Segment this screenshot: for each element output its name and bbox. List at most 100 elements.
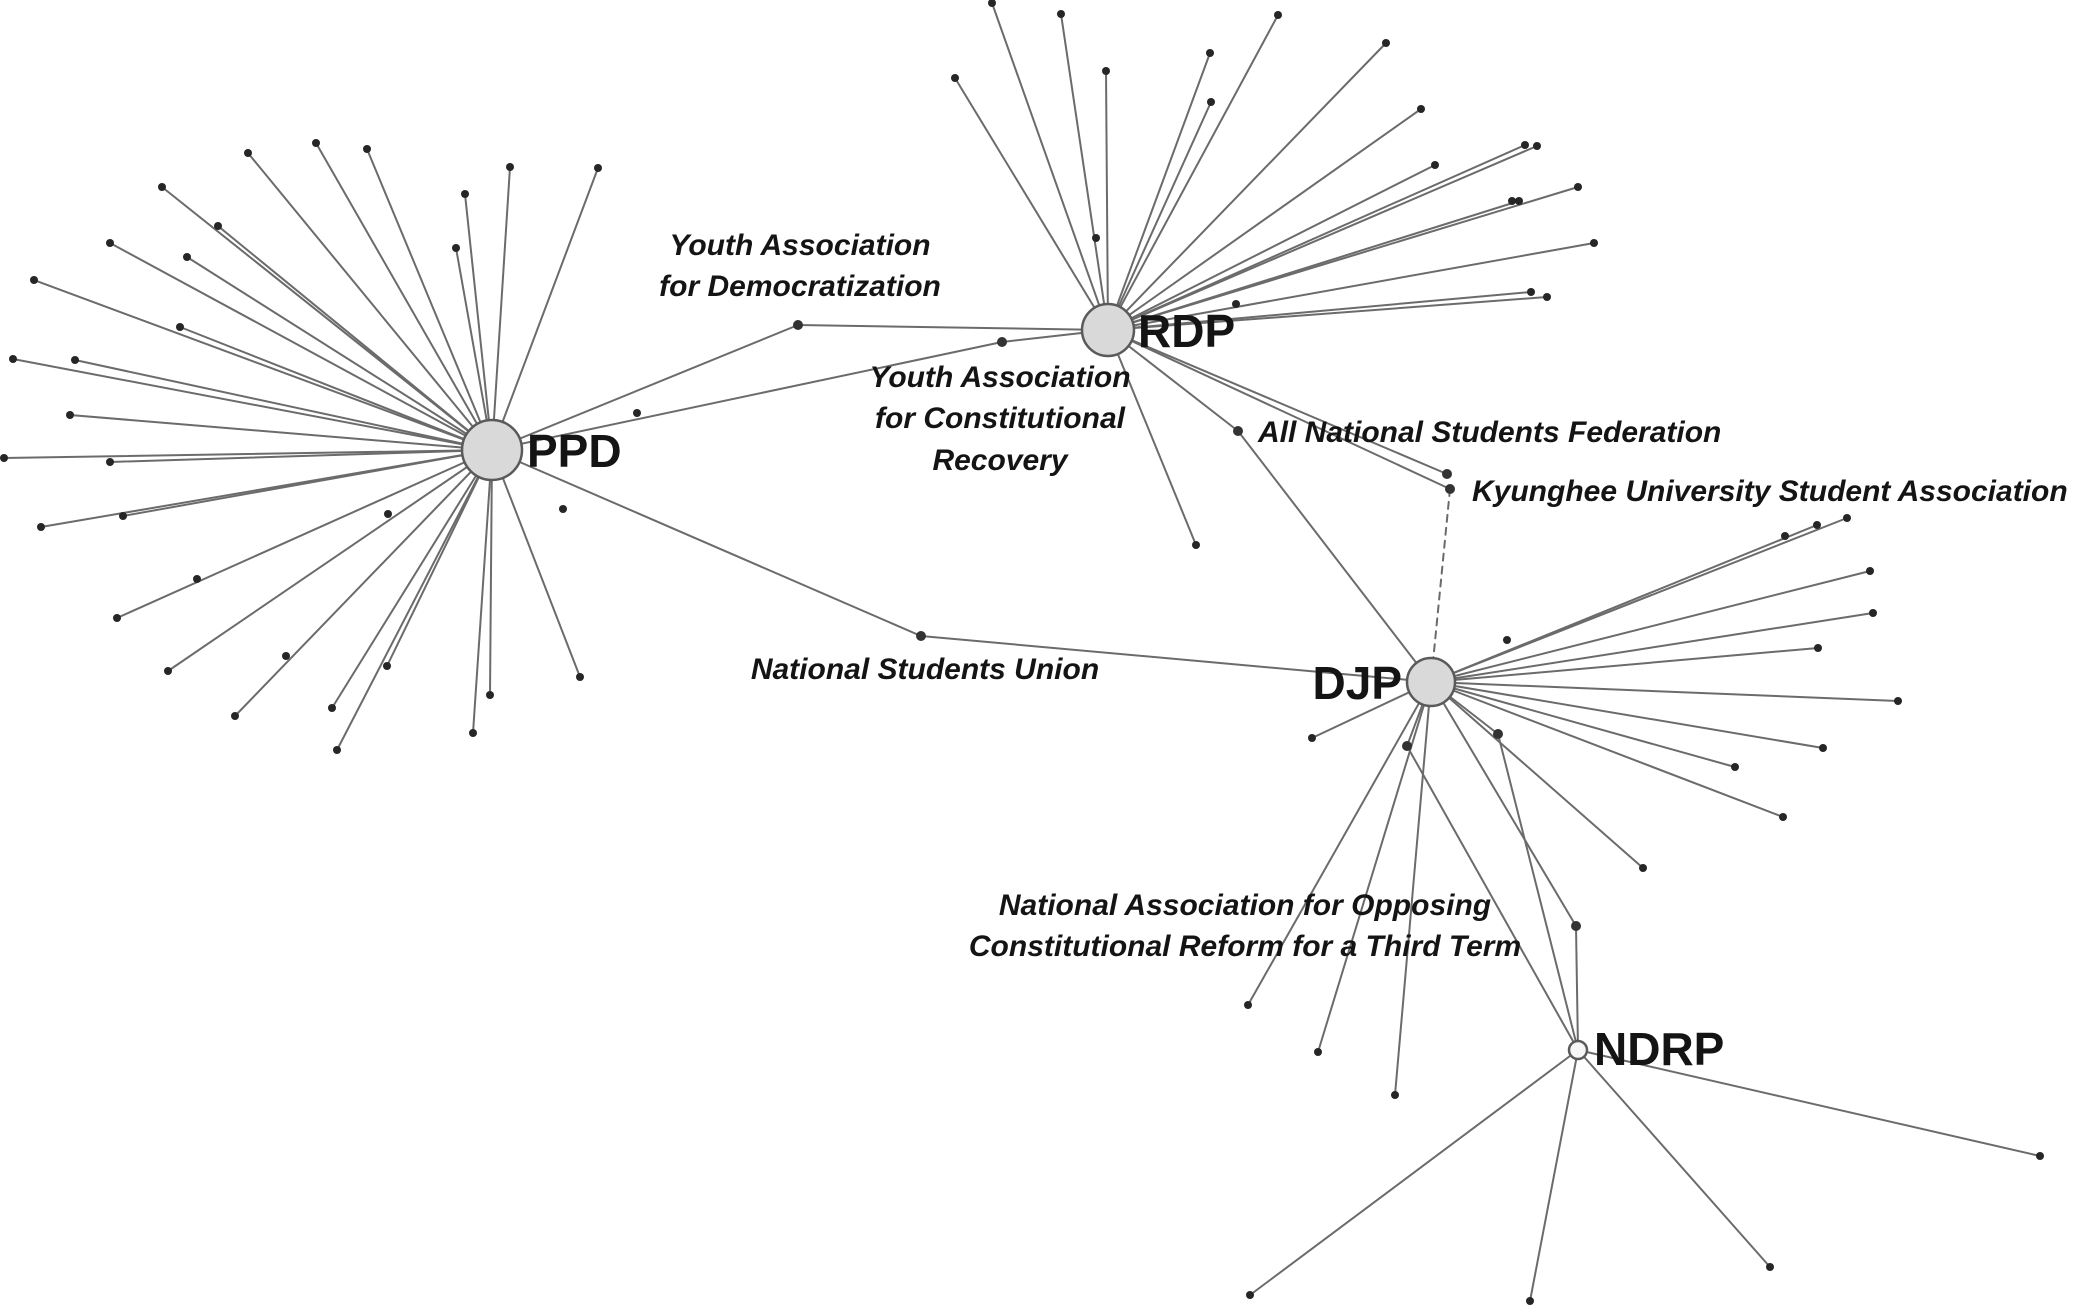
leaf-node-dot [231,712,239,720]
mid-edge-dot [193,575,201,583]
org-edge-naoc-djp [1430,681,1577,927]
leaf-node-dot [452,244,460,252]
leaf-node-dot [1869,609,1877,617]
leaf-node-dot [1246,1291,1254,1299]
leaf-node-dot [1244,1001,1252,1009]
leaf-node-dot [1314,1048,1322,1056]
leaf-edge-rdp [1107,291,1532,331]
org-node-dot-nsu [916,631,926,641]
leaf-edge-ndrp [1249,1049,1579,1296]
leaf-node-dot [1382,39,1390,47]
leaf-node-dot [1527,288,1535,296]
org-label-line: Youth Association [669,229,931,262]
leaf-node-dot [461,190,469,198]
org-edge-yad-rdp [797,324,1109,331]
node-label-rdp: RDP [1138,305,1236,357]
org-label-national-students-union: National Students Union [750,653,1100,686]
hub-node-rdp [1080,302,1136,358]
org-label-line: for Constitutional [875,402,1125,436]
leaf-node-dot [71,356,79,364]
leaf-node-dot [1207,98,1215,106]
org-edge-c2-ndrp [1497,733,1579,1051]
leaf-edge-djp [1430,524,1818,683]
leaf-node-dot [1417,105,1425,113]
leaf-node-dot [106,458,114,466]
leaf-node-dot [1515,197,1523,205]
mid-edge-dot [384,510,392,518]
leaf-edge-ppd [489,449,493,696]
org-edge-ansf-djp [1237,430,1432,683]
hub-node-ndrp [1567,1039,1589,1061]
leaf-node-dot [244,149,252,157]
org-node-dot-c2 [1493,729,1503,739]
leaf-edge-rdp [954,77,1109,331]
leaf-node-dot [988,0,996,7]
leaf-node-dot [1819,744,1827,752]
org-edge-nsu-ppd [491,449,922,637]
leaf-edge-ppd [12,358,493,451]
leaf-edge-rdp [1107,144,1526,331]
leaf-edge-ppd [491,449,581,678]
org-node-dot-c1 [1402,741,1412,751]
leaf-edge-ppd [315,142,493,451]
leaf-node-dot [1843,514,1851,522]
leaf-node-dot [1894,697,1902,705]
org-node-dot-naoc [1571,921,1581,931]
leaf-edge-rdp [1107,164,1436,331]
leaf-edge-rdp [1107,186,1579,331]
org-node-dot-yacr [997,337,1007,347]
org-edge-c1-ndrp [1406,745,1579,1051]
leaf-node-dot [1192,541,1200,549]
leaf-node-dot [469,729,477,737]
leaf-node-dot [176,323,184,331]
org-edge-kusa2-rdp [1107,329,1448,475]
leaf-node-dot [106,239,114,247]
org-edge-nsu-djp [920,635,1432,683]
leaf-edge-ppd [247,152,493,451]
leaf-edge-ppd [74,359,493,451]
leaf-node-dot [1526,1297,1534,1305]
leaf-edge-ppd [331,449,493,709]
mid-edge-dot [1232,300,1240,308]
org-edge-yad-ppd [491,324,799,451]
leaf-edge-ndrp [1529,1049,1579,1302]
leaf-edge-ppd [491,167,599,451]
leaf-node-dot [1431,161,1439,169]
node-label-ppd: PPD [527,425,622,477]
leaf-edge-rdp [1060,13,1109,331]
leaf-edge-djp [1430,612,1874,683]
leaf-edge-ppd [161,186,493,451]
leaf-node-dot [363,145,371,153]
leaf-edge-rdp [1107,14,1279,331]
leaf-edge-djp [1430,681,1736,768]
leaf-edge-ppd [386,449,493,667]
leaf-edge-rdp [1107,101,1212,331]
leaf-node-dot [158,183,166,191]
leaf-edge-djp [1317,681,1432,1053]
leaf-node-dot [9,355,17,363]
leaf-edge-rdp [1107,242,1595,331]
leaf-node-dot [1533,142,1541,150]
mid-edge-dot [282,652,290,660]
leaf-edge-ppd [186,256,493,451]
leaf-edge-ppd [472,449,493,734]
leaf-edge-rdp [1107,296,1548,331]
node-label-djp: DJP [1312,657,1402,709]
leaf-edge-ppd [234,449,493,717]
leaf-edge-rdp [991,2,1109,331]
leaf-edge-ppd [109,242,493,451]
org-edge-kusa-djp [1430,488,1451,683]
leaf-node-dot [2036,1152,2044,1160]
leaf-edge-rdp [1107,42,1387,331]
leaf-node-dot [1731,763,1739,771]
mid-edge-dot [633,409,641,417]
mid-edge-dot [1781,532,1789,540]
leaf-node-dot [1521,141,1529,149]
leaf-node-dot [1814,644,1822,652]
leaf-edge-djp [1430,681,1644,869]
leaf-node-dot [1813,521,1821,529]
org-label-line: Youth Association [869,361,1131,394]
leaf-node-dot [113,614,121,622]
org-edge-kusa-rdp [1107,329,1451,490]
